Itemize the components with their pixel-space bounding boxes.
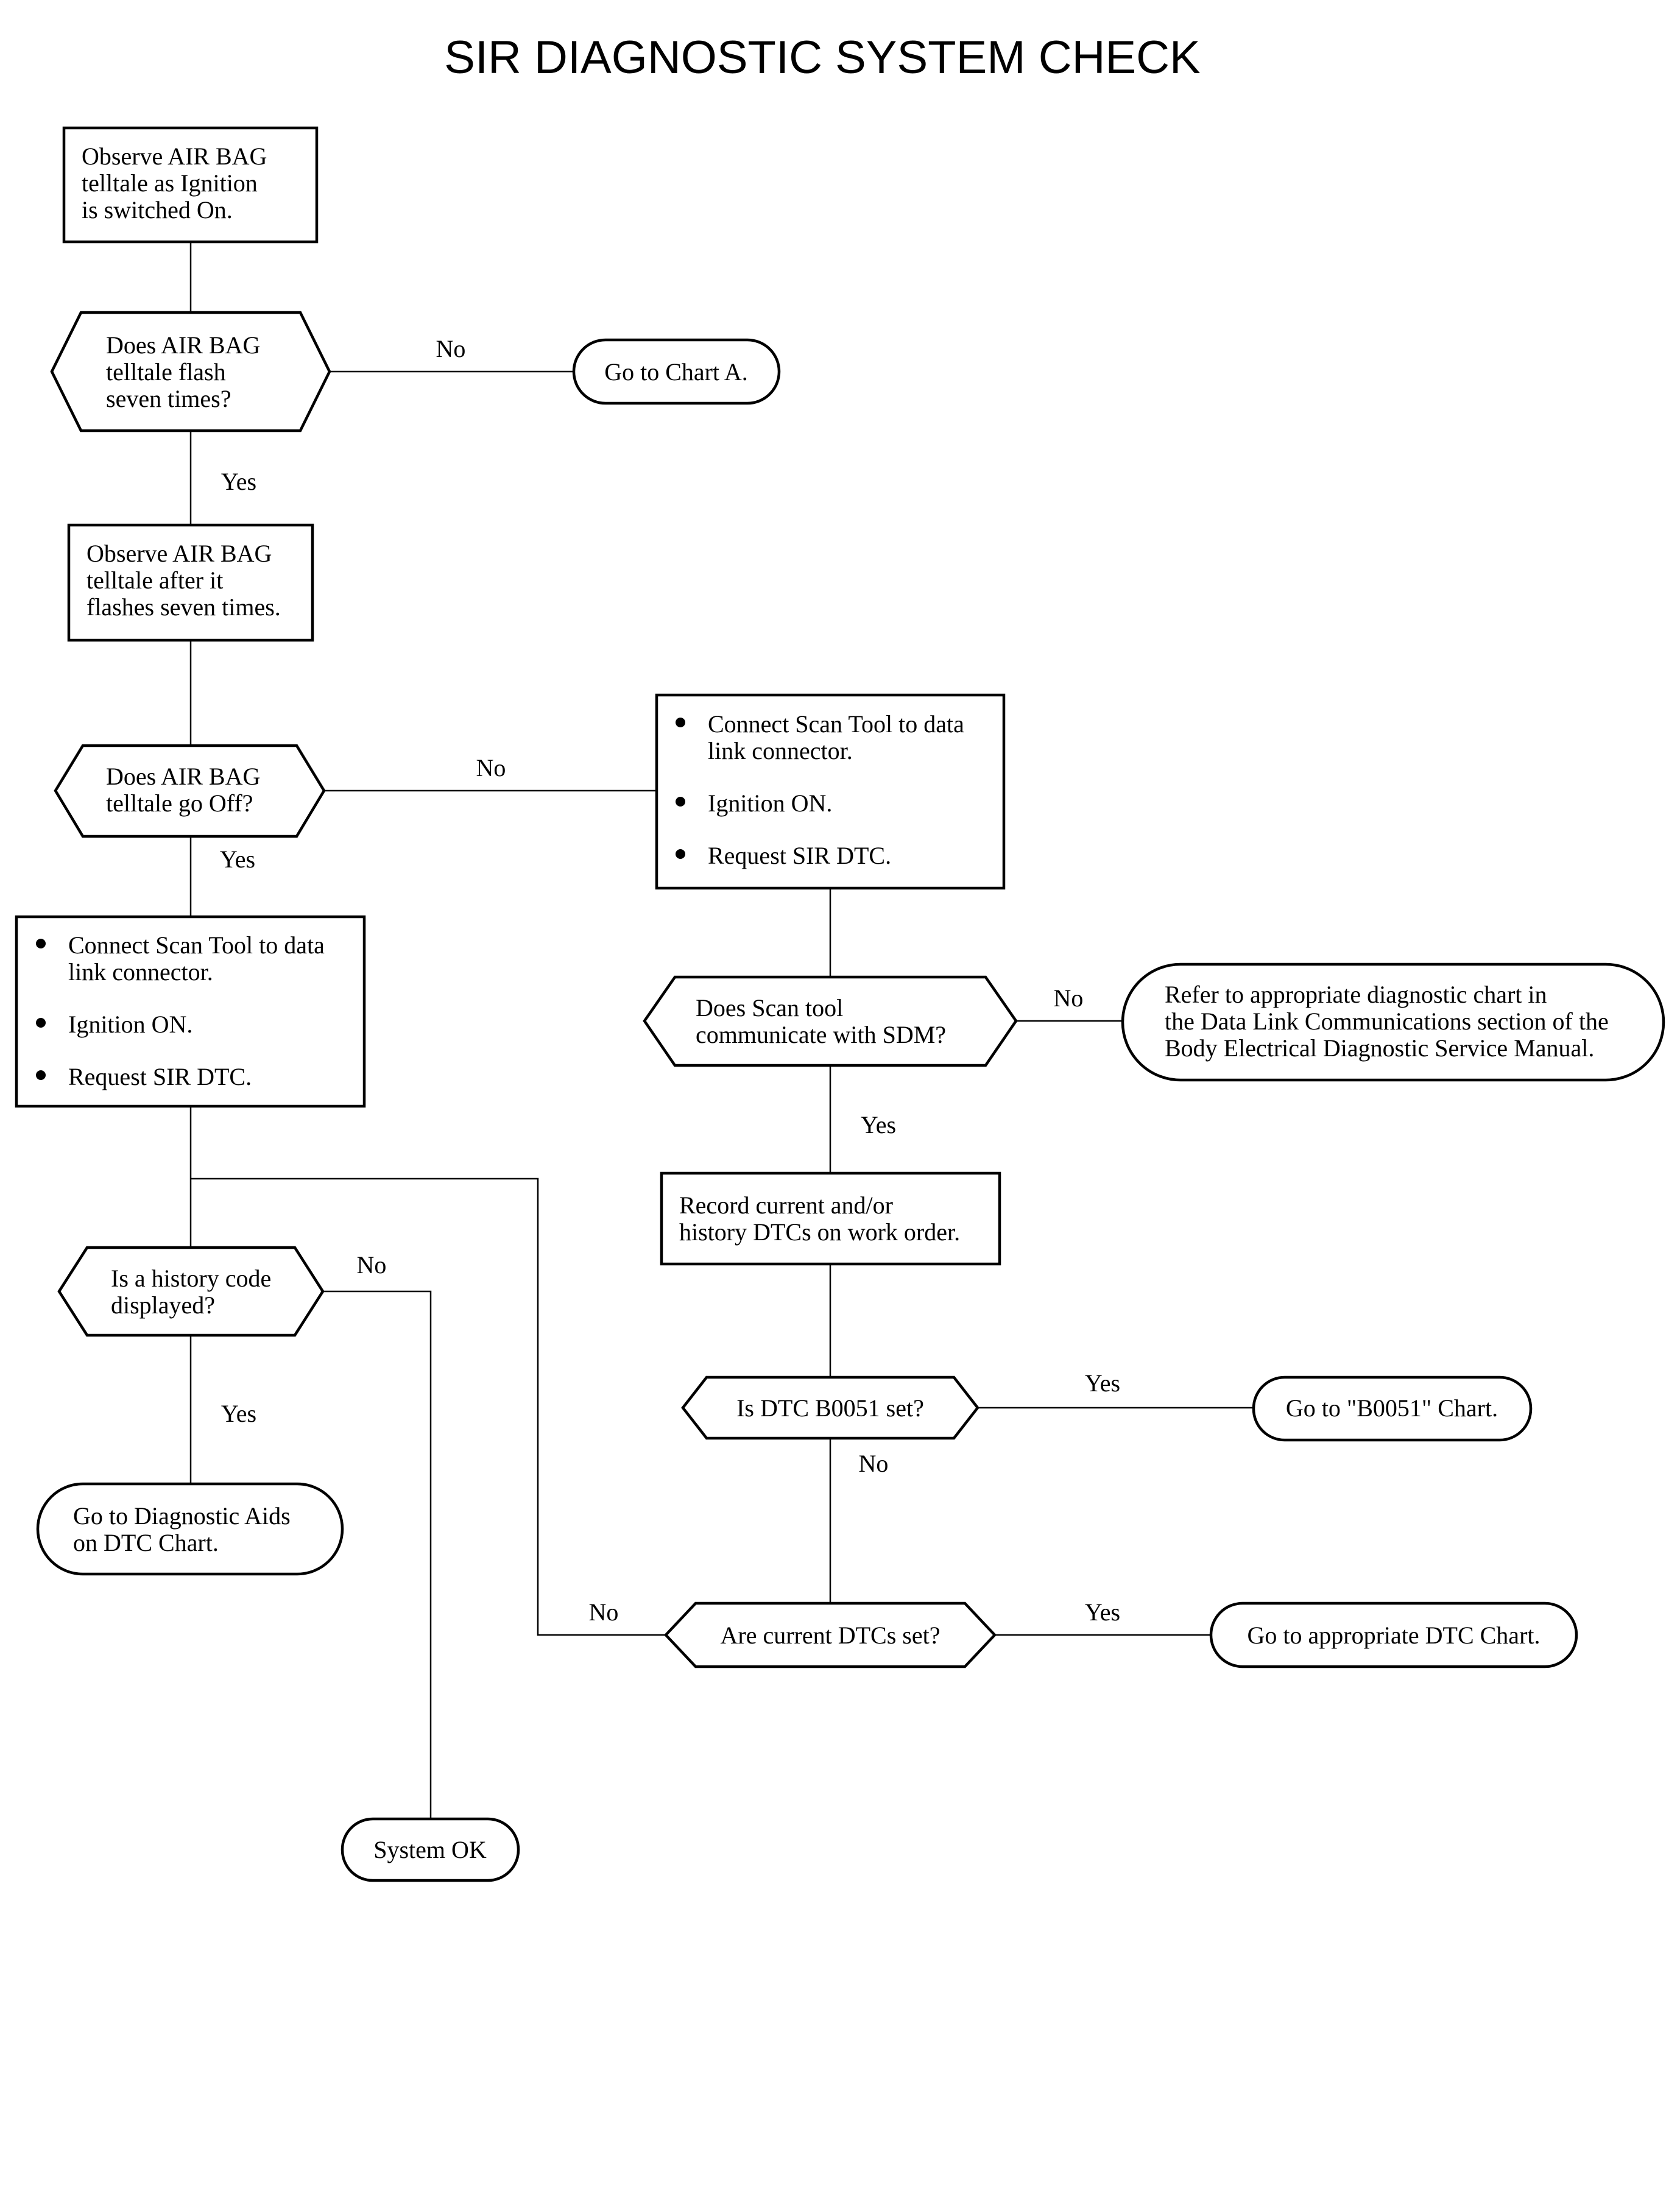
terminal-diagnostic-aids: Go to Diagnostic Aids on DTC Chart. [36,1482,344,1576]
node-scan-tool-right: Connect Scan Tool to data link connector… [655,693,1006,890]
svg-text:Observe AIR BAG: Observe AIR BAG [86,540,272,567]
svg-text:Ignition ON.: Ignition ON. [68,1011,192,1038]
svg-text:Are current DTCs set?: Are current DTCs set? [721,1622,941,1649]
terminal-chart-a: Go to Chart A. [572,338,781,405]
svg-text:Request SIR DTC.: Request SIR DTC. [708,842,891,869]
label-off-no: No [476,754,506,782]
svg-text:System OK: System OK [373,1836,487,1863]
svg-text:Request SIR DTC.: Request SIR DTC. [68,1063,252,1090]
label-flash-yes: Yes [221,468,256,495]
terminal-dtc-chart: Go to appropriate DTC Chart. [1209,1601,1578,1668]
svg-text:Connect Scan Tool to data: Connect Scan Tool to data [708,710,964,738]
label-current-yes: Yes [1085,1598,1120,1626]
label-b0051-yes: Yes [1085,1369,1120,1397]
terminal-b0051-chart: Go to "B0051" Chart. [1252,1375,1533,1442]
terminal-system-ok: System OK [341,1817,520,1882]
svg-text:on DTC Chart.: on DTC Chart. [73,1529,219,1556]
label-comm-yes: Yes [861,1111,896,1139]
svg-text:Go to Chart A.: Go to Chart A. [604,358,748,386]
node-observe-ignition-on: Observe AIR BAG telltale as Ignition is … [62,126,319,244]
svg-text:Is DTC B0051 set?: Is DTC B0051 set? [736,1394,924,1422]
svg-text:the Data Link Communications s: the Data Link Communications section of … [1165,1008,1609,1035]
svg-text:Body Electrical Diagnostic Ser: Body Electrical Diagnostic Service Manua… [1165,1034,1594,1062]
label-comm-no: No [1054,984,1084,1012]
svg-text:history DTCs on work order.: history DTCs on work order. [679,1218,960,1246]
svg-text:Go to appropriate DTC Chart.: Go to appropriate DTC Chart. [1248,1622,1541,1649]
svg-text:Is a history code: Is a history code [111,1265,271,1292]
node-record-dtcs: Record current and/or history DTCs on wo… [660,1171,1001,1266]
decision-telltale-flash: Does AIR BAG telltale flash seven times? [50,311,331,432]
decision-scan-communicate: Does Scan tool communicate with SDM? [643,975,1018,1067]
chart-title: SIR DIAGNOSTIC SYSTEM CHECK [444,32,1201,83]
label-off-yes: Yes [220,846,255,873]
svg-text:flashes seven times.: flashes seven times. [86,593,281,621]
label-current-no: No [589,1598,619,1626]
decision-dtc-b0051: Is DTC B0051 set? [681,1375,979,1440]
node-observe-after-flash: Observe AIR BAG telltale after it flashe… [67,523,314,642]
svg-text:telltale flash: telltale flash [106,358,226,386]
decision-history-code: Is a history code displayed? [57,1246,325,1337]
label-b0051-no: No [859,1450,889,1477]
terminal-refer-data-link: Refer to appropriate diagnostic chart in… [1121,962,1665,1082]
edge-scan-left-to-current [191,1177,666,1636]
node-scan-tool-left: Connect Scan Tool to data link connector… [15,915,366,1108]
svg-text:is switched On.: is switched On. [82,196,233,224]
svg-text:Does AIR BAG: Does AIR BAG [106,763,260,790]
svg-text:telltale go Off?: telltale go Off? [106,789,253,817]
svg-text:Connect Scan Tool to data: Connect Scan Tool to data [68,931,325,959]
svg-text:telltale as Ignition: telltale as Ignition [82,169,258,197]
svg-text:seven times?: seven times? [106,385,231,412]
svg-text:communicate with SDM?: communicate with SDM? [696,1021,946,1048]
svg-text:Does Scan tool: Does Scan tool [696,994,843,1022]
svg-text:telltale after it: telltale after it [86,567,223,594]
svg-text:link connector.: link connector. [708,737,853,764]
svg-text:Go to "B0051" Chart.: Go to "B0051" Chart. [1286,1394,1498,1422]
label-flash-no: No [436,335,466,362]
edge-history-to-system-ok [323,1290,432,1819]
svg-text:Refer to appropriate diagnosti: Refer to appropriate diagnostic chart in [1165,981,1547,1008]
label-history-no: No [357,1251,387,1279]
svg-text:Ignition ON.: Ignition ON. [708,789,832,817]
svg-text:link connector.: link connector. [68,958,213,986]
svg-text:displayed?: displayed? [111,1291,215,1319]
decision-telltale-off: Does AIR BAG telltale go Off? [54,744,326,838]
decision-current-dtcs: Are current DTCs set? [663,1601,997,1668]
svg-text:Record current and/or: Record current and/or [679,1191,893,1219]
svg-text:Go to Diagnostic Aids: Go to Diagnostic Aids [73,1502,291,1530]
svg-text:Does AIR BAG: Does AIR BAG [106,331,260,359]
label-history-yes: Yes [221,1400,256,1427]
connectors [189,242,1254,1819]
edge-labels: No Yes No Yes No Yes Yes No No Yes No Ye… [220,335,1120,1626]
svg-text:Observe AIR BAG: Observe AIR BAG [82,143,267,170]
